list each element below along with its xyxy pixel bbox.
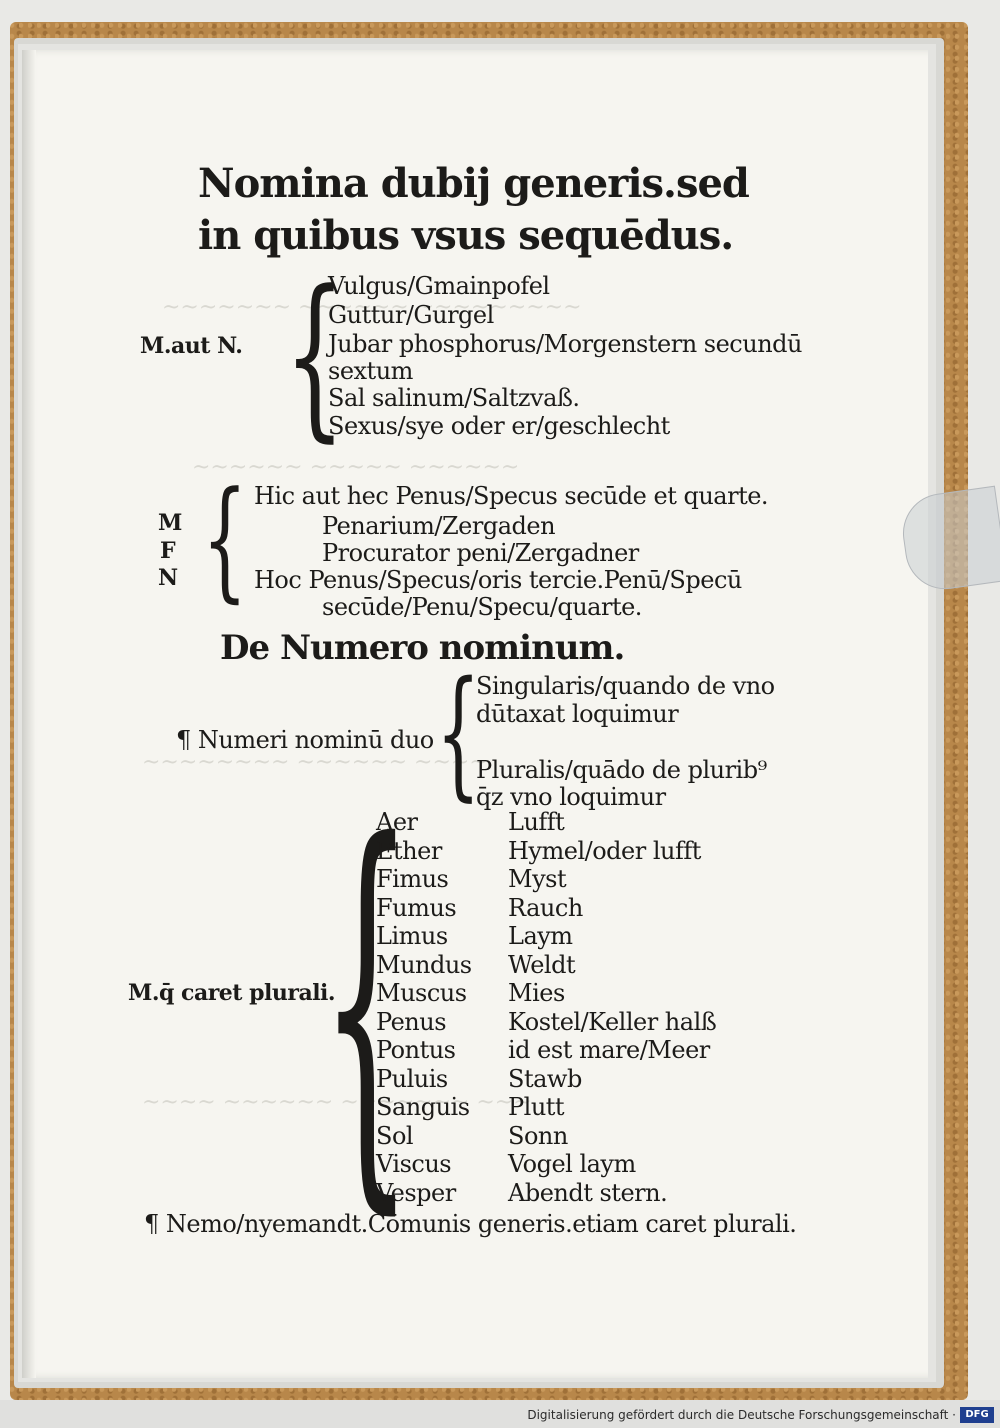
german-word: Hymel/oder lufft <box>508 836 701 865</box>
block1-line-4: sextum <box>328 357 413 385</box>
german-word: Mies <box>508 979 565 1007</box>
page-gutter <box>22 50 36 1378</box>
numeri-line-3: Pluralis/quādo de plurib⁹ <box>476 756 767 784</box>
german-word: Vogel laym <box>508 1150 636 1178</box>
german-word: Kostel/Keller halß <box>508 1007 717 1036</box>
block1-line-1: Vulgus/Gmainpofel <box>328 272 550 300</box>
plural-block-label: M.q̄ caret plurali. <box>128 980 336 1006</box>
block2-line-1: Hic aut hec Penus/Specus secūde et quart… <box>254 482 769 510</box>
footer-credit: Digitalisierung gefördert durch die Deut… <box>527 1408 956 1422</box>
dfg-logo: DFG <box>960 1407 994 1423</box>
latin-word: Sol <box>376 1121 414 1150</box>
german-word: Rauch <box>508 893 583 922</box>
german-word: id est mare/Meer <box>508 1036 710 1064</box>
german-word: Lufft <box>508 808 565 836</box>
title-line-1: Nomina dubij generis.sed <box>198 160 750 207</box>
latin-word: Fimus <box>376 865 449 893</box>
german-word: Myst <box>508 865 567 893</box>
german-word: Plutt <box>508 1093 565 1121</box>
latin-word: Puluis <box>376 1064 448 1093</box>
brace-numeri: { <box>436 652 481 815</box>
latin-word: Vesper <box>376 1178 456 1207</box>
block1-line-6: Sexus/sye oder er/geschlecht <box>328 412 670 440</box>
block2-label-n: N <box>158 565 178 591</box>
latin-word: Muscus <box>376 979 467 1007</box>
bleed-through: ~~~~~~~~ ~~~~~~ ~~~~ <box>142 750 488 775</box>
bleed-through: ~~~~~~~ ~~~~~~ ~~~~~~~~~ <box>162 295 582 320</box>
german-word: Stawb <box>508 1064 582 1093</box>
block2-line-2: Penarium/Zergaden <box>322 512 556 540</box>
latin-word: Penus <box>376 1007 447 1036</box>
brace-block1: { <box>284 253 346 458</box>
brace-block2: { <box>202 463 248 615</box>
block1-label: M.aut N. <box>140 333 243 359</box>
block1-line-2: Guttur/Gurgel <box>328 301 494 329</box>
latin-word: Sanguis <box>376 1093 470 1121</box>
numeri-label: ¶ Numeri nominū duo <box>176 726 434 754</box>
numeri-line-4: q̄z vno loquimur <box>476 783 666 811</box>
german-word: Sonn <box>508 1121 568 1150</box>
heading-de-numero: De Numero nominum. <box>220 628 625 668</box>
german-word: Laym <box>508 922 573 950</box>
numeri-line-1: Singularis/quando de vno <box>476 672 775 700</box>
german-word: Abendt stern. <box>508 1178 668 1207</box>
block2-line-3: Procurator peni/Zergadner <box>322 539 639 567</box>
block1-line-5: Sal salinum/Saltzvaß. <box>328 384 580 412</box>
footer-bar <box>0 1400 1000 1428</box>
latin-word: Aer <box>376 808 418 836</box>
block2-line-4: Hoc Penus/Specus/oris tercie.Penū/Specū <box>254 566 742 594</box>
block2-label-m: M <box>158 510 182 536</box>
block1-line-3: Jubar phosphorus/Morgenstern secundū <box>328 330 802 358</box>
book-page: ~~~~~~~ ~~~~~~ ~~~~~~~~~ ~~~~~~ ~~~~~ ~~… <box>22 50 928 1378</box>
title-line-2: in quibus vsus sequēdus. <box>198 212 734 259</box>
latin-word: Mundus <box>376 950 472 979</box>
latin-word: Limus <box>376 922 448 950</box>
brace-plural-block: { <box>320 759 414 1248</box>
german-word: Weldt <box>508 950 576 979</box>
final-line: ¶ Nemo/nyemandt.Cōmunis generis.etiam ca… <box>144 1210 797 1238</box>
latin-word: Fumus <box>376 893 457 922</box>
block2-label-f: F <box>160 538 176 564</box>
latin-word: Ether <box>376 836 442 865</box>
numeri-line-2: dūtaxat loquimur <box>476 700 679 728</box>
block2-line-5: secūde/Penu/Specu/quarte. <box>322 593 642 621</box>
latin-word: Pontus <box>376 1036 456 1064</box>
bleed-through: ~~~~~~ ~~~~~ ~~~~~~ <box>192 455 520 480</box>
latin-word: Viscus <box>376 1150 452 1178</box>
bleed-through: ~~~~ ~~~~~~ ~~~~~~~ ~~~ <box>142 1090 532 1115</box>
